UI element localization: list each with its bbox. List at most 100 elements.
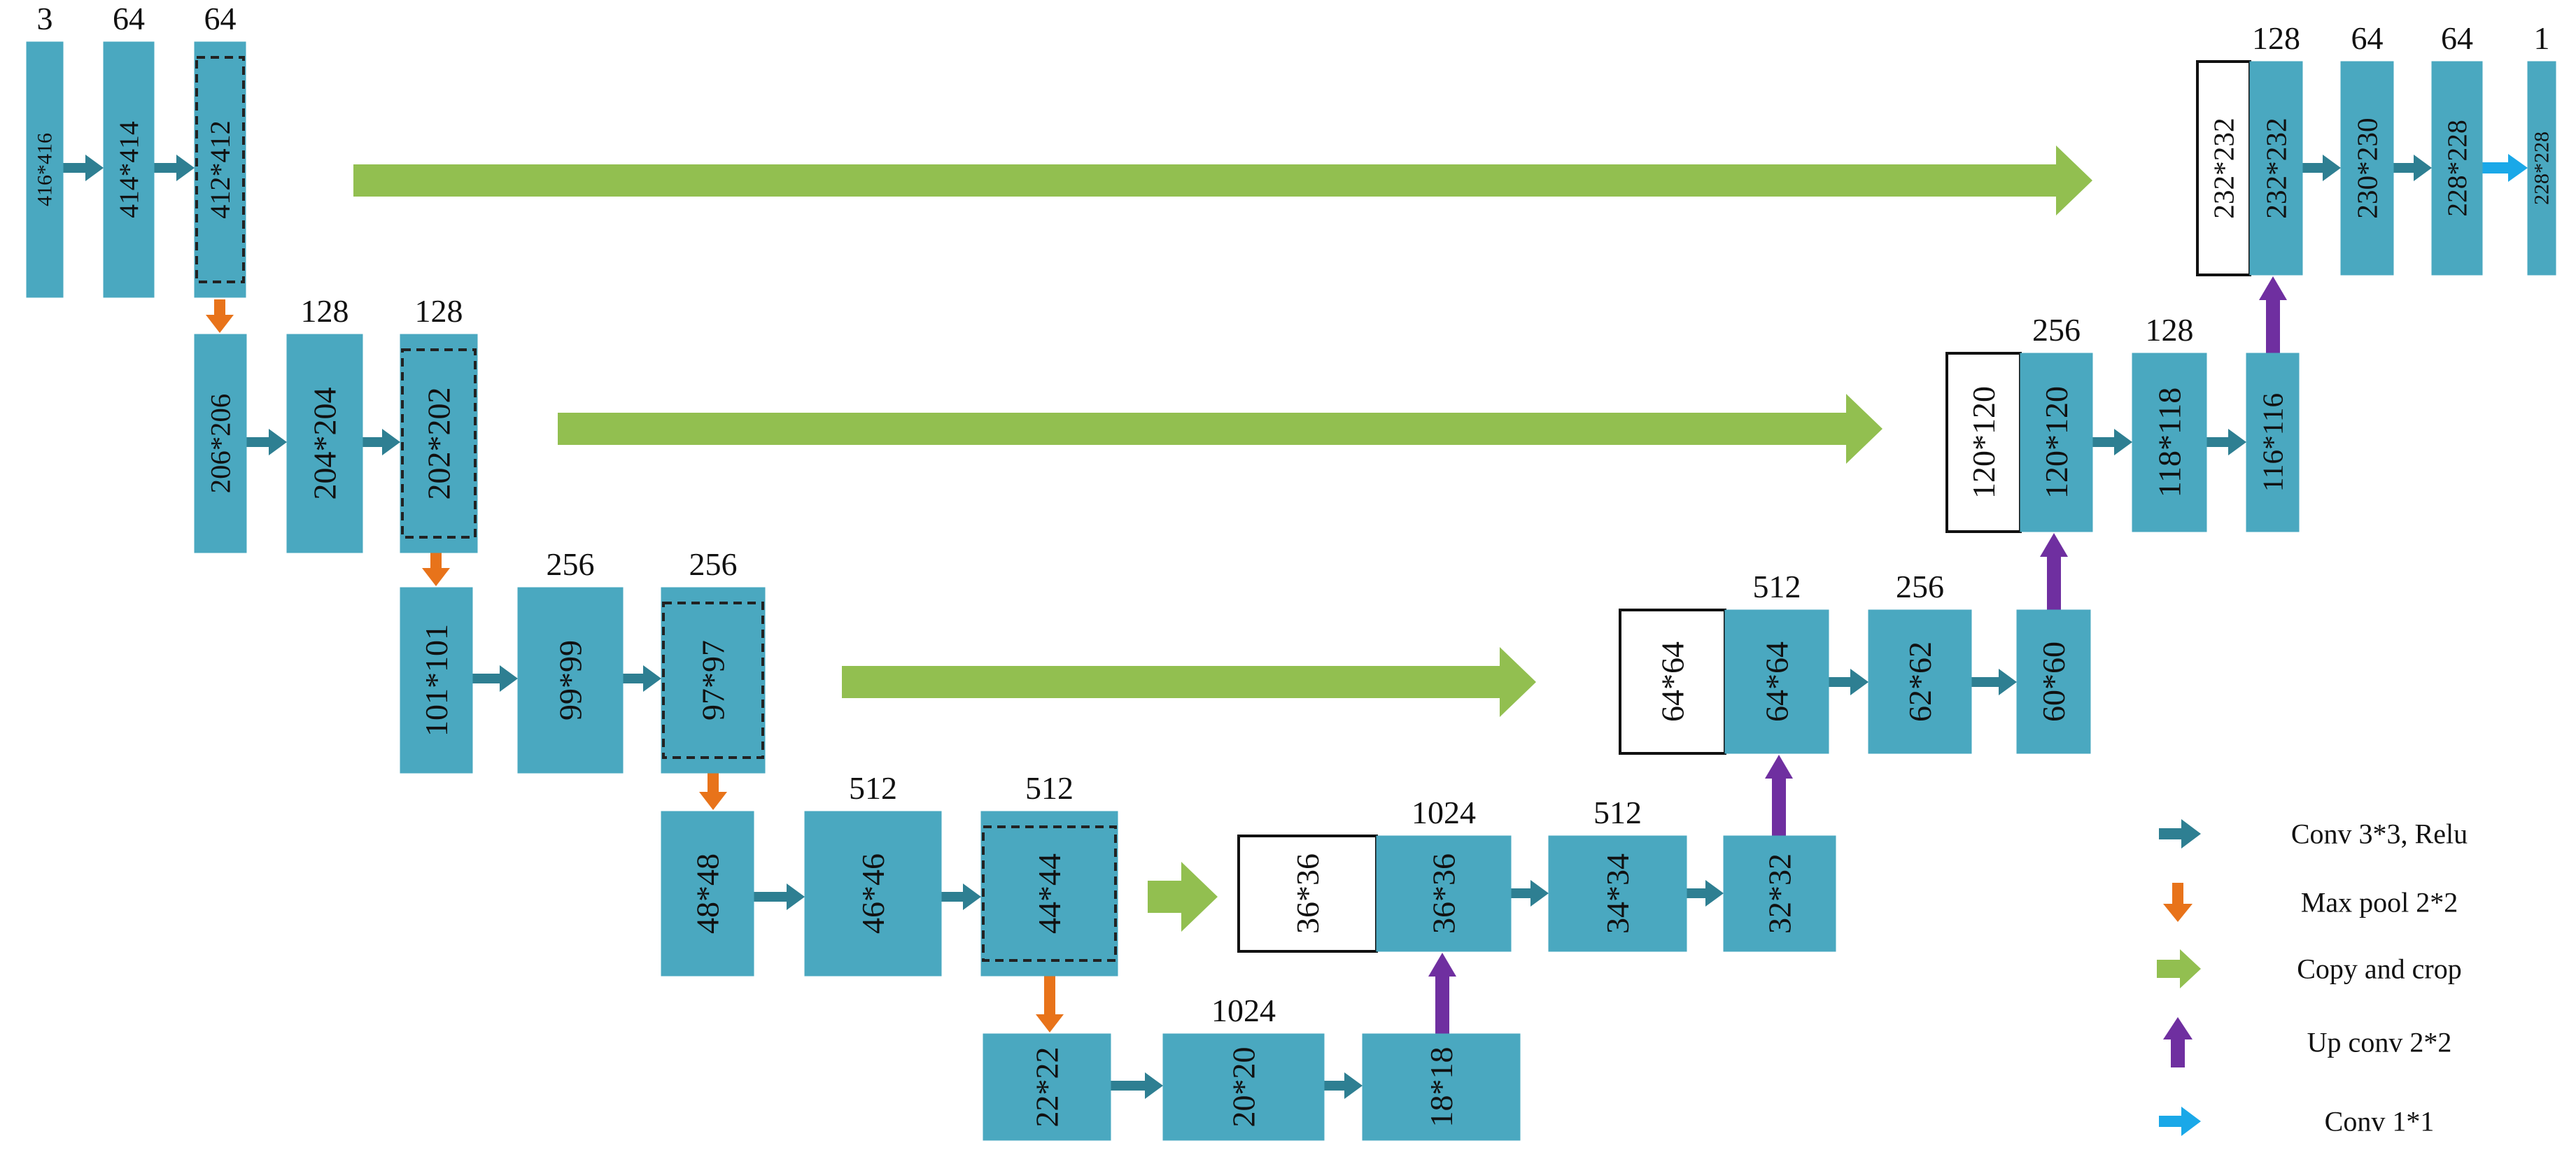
block-size-label: 118*118 — [2152, 388, 2188, 498]
block-size-label: 34*34 — [1600, 853, 1635, 934]
channel-count-label: 512 — [849, 770, 897, 806]
block-rect — [1162, 1033, 1325, 1141]
feature-map-block: 22*22 — [983, 1033, 1111, 1141]
channel-count-label: 256 — [689, 546, 738, 582]
block-rect — [980, 811, 1118, 977]
crop-region-outline — [195, 56, 245, 283]
crop-feature-map-block: 232*232 — [2196, 60, 2251, 276]
legend-item-conv: Conv 3*3, Relu — [2159, 818, 2468, 850]
crop-block-rect — [1619, 609, 1726, 755]
conv-arrow — [1829, 669, 1868, 695]
channel-count-label: 1 — [2534, 20, 2550, 56]
block-size-label: 228*228 — [2442, 120, 2472, 217]
maxpool-arrow — [206, 299, 234, 333]
block-rect — [2016, 609, 2091, 754]
green-right-arrow-icon — [2157, 949, 2201, 988]
conv-arrow — [1111, 1072, 1163, 1099]
copy-crop-arrow — [353, 145, 2092, 215]
channel-count-label: 1024 — [1412, 795, 1476, 830]
feature-map-block: 232*232 128 — [2249, 20, 2303, 276]
block-size-label: 416*416 — [34, 133, 57, 206]
feature-map-block: 60*60 — [2016, 609, 2091, 754]
block-size-label: 232*232 — [2260, 118, 2293, 218]
orange-down-arrow-icon — [2163, 883, 2193, 922]
feature-map-block: 44*44 512 — [980, 770, 1118, 977]
conv-arrow — [363, 429, 400, 455]
block-rect — [1362, 1033, 1521, 1141]
channel-count-label: 64 — [2441, 20, 2473, 56]
crop-region-outline — [401, 348, 477, 539]
channel-count-label: 512 — [1593, 795, 1642, 830]
channel-count-label: 256 — [547, 546, 595, 582]
legend-arrow — [2157, 949, 2201, 988]
block-rect — [103, 41, 155, 298]
channel-count-label: 512 — [1025, 770, 1074, 806]
conv-arrow — [2207, 429, 2246, 455]
conv-arrow — [472, 665, 518, 692]
feature-map-block: 206*206 — [194, 334, 247, 553]
block-rect — [1724, 609, 1829, 754]
conv-arrow — [1687, 880, 1724, 907]
block-rect — [194, 41, 246, 298]
channel-count-label: 256 — [2032, 312, 2081, 348]
block-rect — [1548, 835, 1687, 952]
channel-count-label: 128 — [415, 293, 463, 329]
crop-feature-map-block: 64*64 — [1619, 609, 1726, 755]
block-size-label: 97*97 — [696, 640, 731, 721]
block-size-label: 18*18 — [1423, 1047, 1459, 1128]
crop-region-outline — [662, 602, 764, 759]
block-size-label: 204*204 — [307, 388, 343, 500]
block-size-label: 228*228 — [2531, 132, 2554, 205]
legend-label: Conv 3*3, Relu — [2291, 818, 2468, 850]
copy-crop-arrow — [1148, 862, 1218, 932]
block-rect — [194, 334, 247, 553]
legend-label: Up conv 2*2 — [2307, 1027, 2452, 1058]
block-rect — [2246, 353, 2300, 532]
block-size-label: 101*101 — [418, 624, 454, 737]
block-size-label: 20*20 — [1226, 1047, 1262, 1128]
upconv-arrow — [1765, 755, 1793, 836]
legend-label: Conv 1*1 — [2325, 1106, 2435, 1137]
block-size-label: 32*32 — [1762, 853, 1798, 934]
conv-arrow — [1511, 880, 1549, 907]
block-size-label: 62*62 — [1902, 641, 1938, 722]
block-size-label: 120*120 — [2039, 386, 2074, 499]
block-size-label: 99*99 — [553, 640, 589, 721]
block-size-label: 44*44 — [1032, 853, 1067, 934]
block-rect — [2020, 353, 2093, 532]
block-rect — [983, 1033, 1111, 1141]
conv-arrow — [623, 665, 661, 692]
crop-block-rect — [1945, 352, 2022, 533]
conv-arrow — [63, 155, 104, 181]
block-size-label: 120*120 — [1966, 386, 2001, 499]
block-size-label: 36*36 — [1290, 853, 1325, 934]
legend-arrow — [2163, 883, 2193, 922]
copy-crop-arrow — [558, 394, 1882, 464]
block-size-label: 414*414 — [113, 121, 144, 218]
crop-feature-map-block: 36*36 — [1237, 835, 1378, 953]
feature-map-block: 18*18 — [1362, 1033, 1521, 1141]
feature-map-block: 34*34 512 — [1548, 795, 1687, 952]
conv-arrow — [2393, 155, 2432, 181]
upconv-arrow — [2040, 533, 2068, 610]
block-rect — [517, 587, 624, 774]
channel-count-label: 128 — [2252, 20, 2300, 56]
legend-item-conv1: Conv 1*1 — [2159, 1106, 2434, 1137]
conv-arrow — [941, 883, 981, 910]
block-rect — [1723, 835, 1836, 952]
feature-map-block: 32*32 — [1723, 835, 1836, 952]
crop-feature-map-block: 120*120 — [1945, 352, 2022, 533]
conv-arrow — [246, 429, 287, 455]
legend-arrow — [2159, 819, 2201, 849]
channel-count-label: 64 — [2351, 20, 2384, 56]
